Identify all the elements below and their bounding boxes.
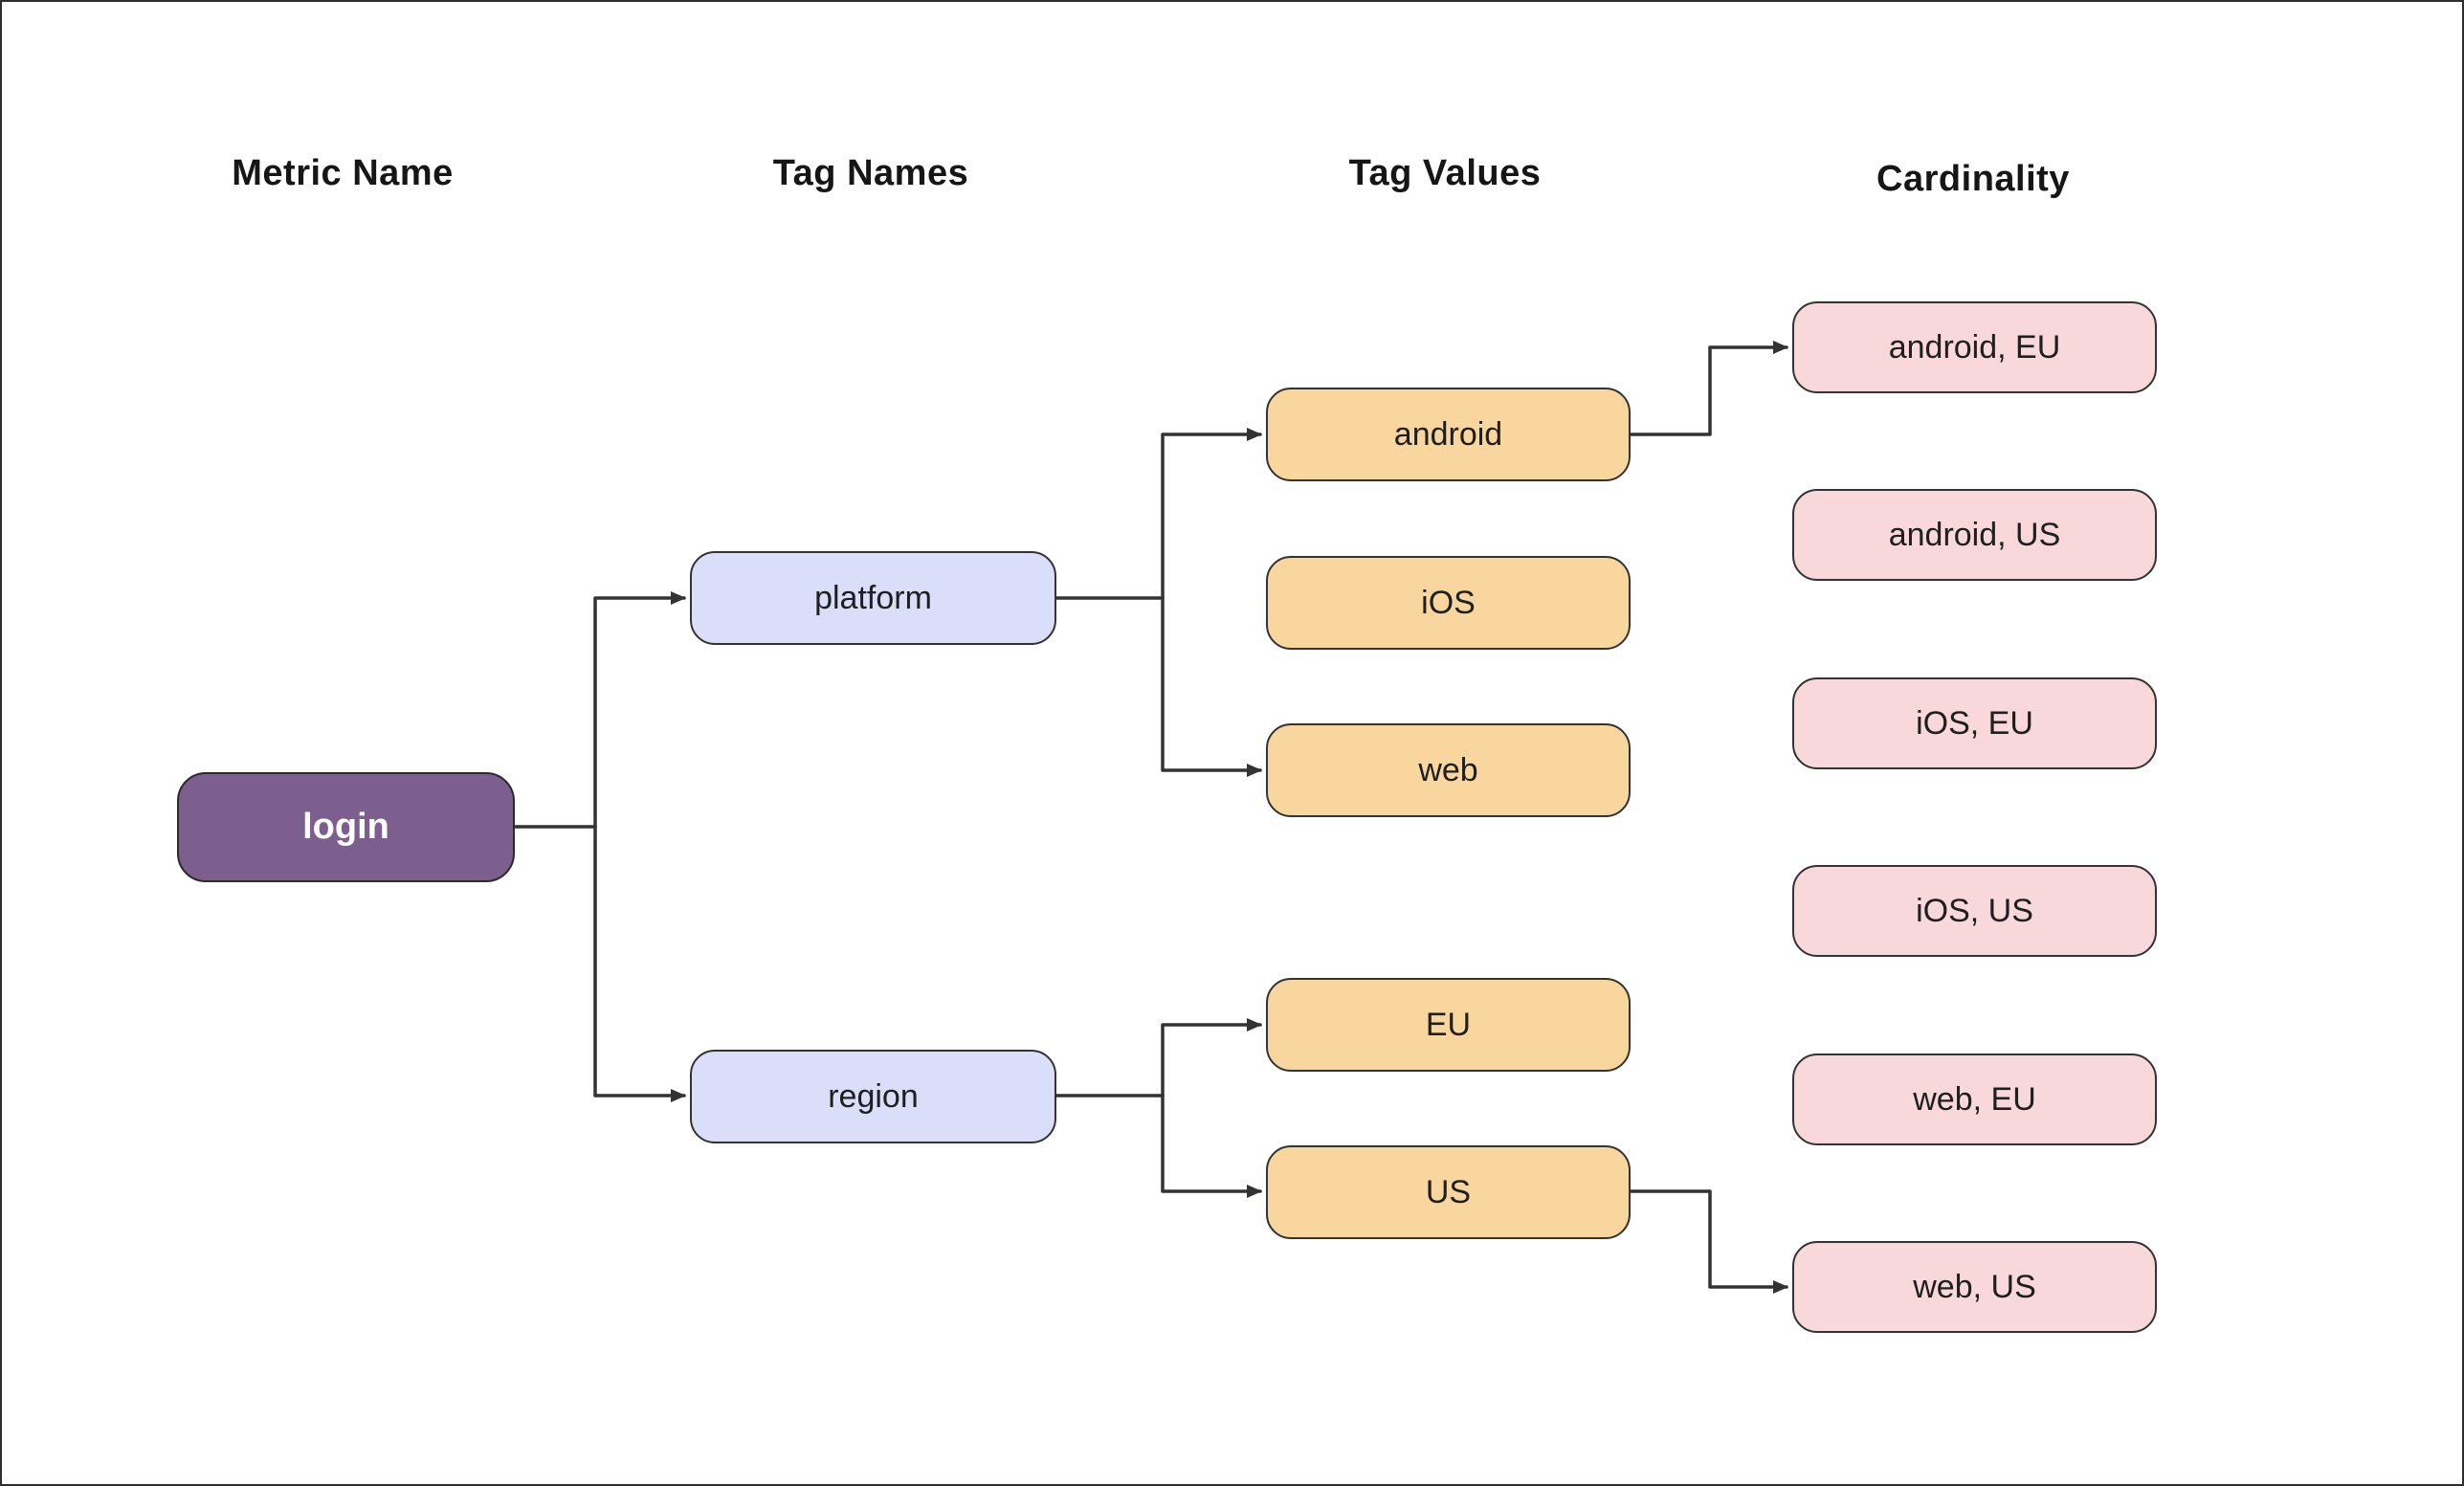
node-value-eu: EU: [1266, 978, 1631, 1072]
edge-platform-web: [1161, 596, 1262, 777]
node-value-android: android: [1266, 388, 1631, 481]
node-cardinality-ios-us: iOS, US: [1792, 865, 2157, 957]
node-tag-region: region: [690, 1050, 1056, 1143]
edge-login-region: [593, 825, 686, 1102]
node-cardinality-android-eu: android, EU: [1792, 301, 2157, 393]
node-value-web: web: [1266, 723, 1631, 817]
edge-android-androideu: [1629, 341, 1788, 436]
node-cardinality-ios-eu: iOS, EU: [1792, 677, 2157, 769]
edge-region-us: [1161, 1094, 1262, 1198]
node-tag-platform: platform: [690, 551, 1056, 645]
column-header-cardinality: Cardinality: [1876, 159, 2070, 199]
node-value-us: US: [1266, 1145, 1631, 1239]
edge-region-eu: [1161, 1018, 1262, 1098]
node-cardinality-android-us: android, US: [1792, 489, 2157, 581]
column-header-metric-name: Metric Name: [232, 153, 454, 193]
edge-login-platform: [593, 591, 686, 829]
node-cardinality-web-us: web, US: [1792, 1241, 2157, 1333]
edge-us-webus: [1629, 1189, 1788, 1294]
node-cardinality-web-eu: web, EU: [1792, 1054, 2157, 1145]
column-header-tag-values: Tag Values: [1348, 153, 1542, 193]
node-metric-login: login: [177, 772, 515, 882]
column-header-tag-names: Tag Names: [772, 153, 969, 193]
edge-platform-android: [1161, 428, 1262, 600]
node-value-ios: iOS: [1266, 556, 1631, 650]
